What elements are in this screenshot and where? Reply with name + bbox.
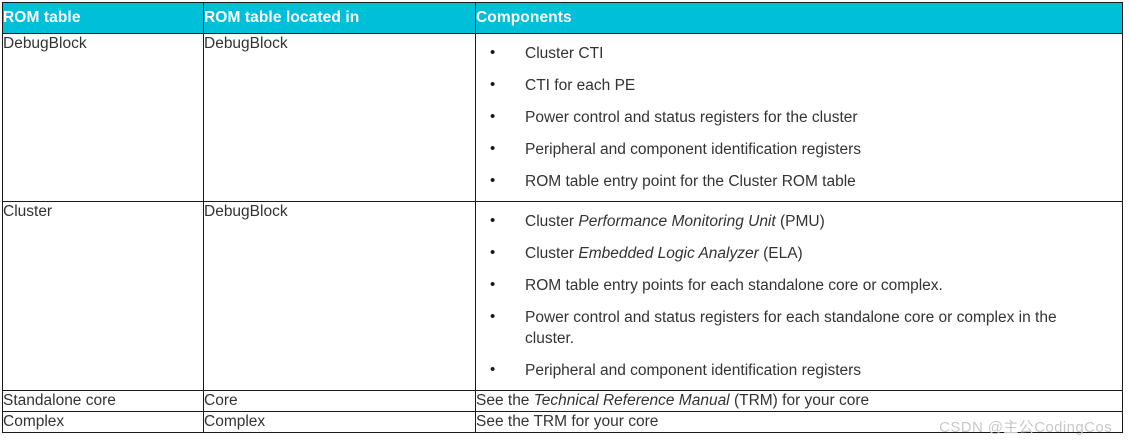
list-item-emphasis: Embedded Logic Analyzer <box>578 245 759 262</box>
list-item: Cluster Embedded Logic Analyzer (ELA) <box>476 242 1114 264</box>
list-item-text: Power control and status registers for t… <box>525 109 858 126</box>
cell-located-in: Core <box>203 390 476 412</box>
table-row: Cluster DebugBlock Cluster Performance M… <box>2 201 1123 391</box>
cell-rom-table: Complex <box>2 411 204 433</box>
table-row: Complex Complex See the TRM for your cor… <box>2 411 1123 433</box>
list-item: CTI for each PE <box>476 74 1114 96</box>
list-item: Cluster CTI <box>476 42 1114 64</box>
column-header-rom-table-located-in: ROM table located in <box>203 2 476 34</box>
list-item: ROM table entry points for each standalo… <box>476 274 1114 296</box>
list-item-text: Peripheral and component identification … <box>525 362 862 379</box>
list-item-text-tail: (PMU) <box>775 213 825 230</box>
table-header: ROM table ROM table located in Component… <box>2 2 1123 34</box>
list-item: Power control and status registers for e… <box>476 306 1114 349</box>
list-item-text: ROM table entry points for each standalo… <box>525 277 943 294</box>
list-item-text: Cluster <box>525 245 579 262</box>
table-header-row: ROM table ROM table located in Component… <box>2 2 1123 34</box>
cell-components: See the TRM for your core <box>475 411 1123 433</box>
list-item-text: Power control and status registers for e… <box>525 309 1057 347</box>
table-body: DebugBlock DebugBlock Cluster CTI CTI fo… <box>2 33 1123 433</box>
list-item-text: ROM table entry point for the Cluster RO… <box>525 173 856 190</box>
list-item: Power control and status registers for t… <box>476 106 1114 128</box>
cell-rom-table: Cluster <box>2 201 204 391</box>
list-item: Peripheral and component identification … <box>476 138 1114 160</box>
column-header-rom-table: ROM table <box>2 2 204 34</box>
list-item-text-tail: (ELA) <box>758 245 803 262</box>
components-list: Cluster CTI CTI for each PE Power contro… <box>476 34 1122 201</box>
rom-table-container: ROM table ROM table located in Component… <box>2 2 1123 433</box>
cell-text: See the TRM for your core <box>476 413 659 430</box>
cell-components: Cluster Performance Monitoring Unit (PMU… <box>475 201 1123 391</box>
rom-table: ROM table ROM table located in Component… <box>2 2 1123 433</box>
list-item-emphasis: Performance Monitoring Unit <box>578 213 776 230</box>
cell-text: See the <box>476 392 534 409</box>
list-item-text: Peripheral and component identification … <box>525 141 862 158</box>
cell-rom-table: Standalone core <box>2 390 204 412</box>
cell-text-tail: (TRM) for your core <box>729 392 870 409</box>
list-item: Peripheral and component identification … <box>476 359 1114 381</box>
cell-located-in: Complex <box>203 411 476 433</box>
list-item-text: CTI for each PE <box>525 77 636 94</box>
column-header-components: Components <box>475 2 1123 34</box>
cell-rom-table: DebugBlock <box>2 33 204 202</box>
list-item-text: Cluster <box>525 213 579 230</box>
cell-located-in: DebugBlock <box>203 33 476 202</box>
cell-located-in: DebugBlock <box>203 201 476 391</box>
cell-components: See the Technical Reference Manual (TRM)… <box>475 390 1123 412</box>
list-item-text: Cluster CTI <box>525 45 604 62</box>
table-row: Standalone core Core See the Technical R… <box>2 390 1123 412</box>
cell-components: Cluster CTI CTI for each PE Power contro… <box>475 33 1123 202</box>
cell-emphasis: Technical Reference Manual <box>533 392 730 409</box>
table-row: DebugBlock DebugBlock Cluster CTI CTI fo… <box>2 33 1123 202</box>
list-item: ROM table entry point for the Cluster RO… <box>476 170 1114 192</box>
list-item: Cluster Performance Monitoring Unit (PMU… <box>476 210 1114 232</box>
components-list: Cluster Performance Monitoring Unit (PMU… <box>476 202 1122 390</box>
